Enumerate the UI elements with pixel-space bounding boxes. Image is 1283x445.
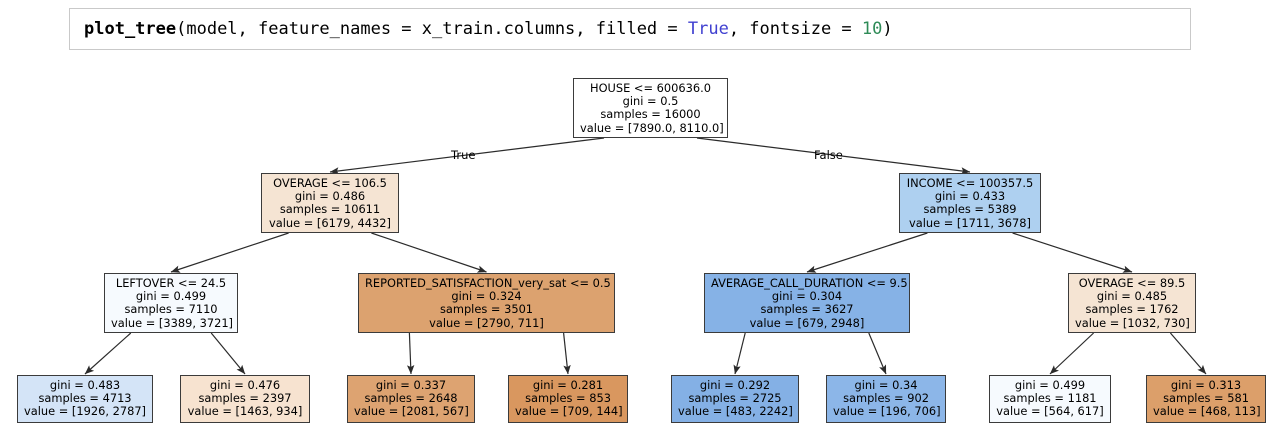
code-token-num-4: 10 (861, 19, 883, 39)
code-cell[interactable]: plot_tree(model, feature_names = x_train… (69, 8, 1191, 50)
tree-edge-n3-to-n8 (210, 332, 246, 375)
tree-edge-n2-to-n5 (806, 232, 928, 273)
node-line-3: value = [2790, 711] (429, 315, 544, 330)
code-token-plain-3: , fontsize = (728, 19, 862, 39)
node-line-2: samples = 16000 (600, 107, 701, 122)
code-token-bool-2: True (687, 19, 729, 39)
tree-edge-n2-to-n6 (1012, 232, 1133, 273)
tree-edge-n6-to-n14 (1169, 332, 1207, 375)
node-line-0: HOUSE <= 600636.0 (590, 81, 711, 95)
node-line-1: samples = 2648 (364, 391, 458, 406)
tree-edge-n6-to-n13 (1049, 332, 1095, 375)
node-line-0: gini = 0.483 (49, 378, 121, 392)
node-line-2: value = [2081, 567] (354, 404, 469, 419)
node-line-2: samples = 3627 (760, 302, 854, 317)
node-line-1: samples = 853 (525, 391, 611, 406)
node-line-0: OVERAGE <= 89.5 (1078, 276, 1186, 290)
node-line-1: gini = 0.485 (1096, 289, 1168, 304)
node-line-2: samples = 5389 (923, 202, 1017, 217)
node-line-3: value = [6179, 4432] (268, 215, 391, 230)
node-line-3: value = [7890.0, 8110.0] (580, 120, 724, 135)
node-line-2: samples = 7110 (124, 302, 218, 317)
node-line-2: value = [1463, 934] (187, 404, 303, 419)
tree-edge-n5-to-n12 (868, 332, 887, 375)
node-line-1: gini = 0.486 (294, 189, 366, 204)
node-line-2: value = [709, 144] (515, 404, 623, 419)
node-line-0: AVERAGE_CALL_DURATION <= 9.5 (711, 276, 908, 290)
node-line-1: gini = 0.5 (622, 94, 679, 109)
node-line-1: gini = 0.304 (771, 289, 843, 304)
edge-label-true: True (451, 148, 476, 162)
node-line-2: value = [483, 2242] (678, 404, 793, 419)
tree-edge-n3-to-n7 (84, 332, 132, 375)
node-line-0: gini = 0.281 (532, 378, 604, 392)
code-token-plain-1: (model, feature_names = x_train.columns,… (176, 19, 688, 39)
node-line-3: value = [1032, 730] (1075, 315, 1190, 330)
node-line-2: value = [564, 617] (996, 404, 1104, 419)
code-token-plain-5: ) (882, 19, 893, 39)
node-line-2: value = [1926, 2787] (24, 404, 147, 419)
node-line-2: samples = 3501 (439, 302, 534, 317)
node-line-0: OVERAGE <= 106.5 (273, 176, 387, 190)
node-line-0: gini = 0.337 (375, 378, 447, 392)
tree-edge-n1-to-n4 (371, 232, 487, 273)
node-line-2: samples = 1762 (1085, 302, 1179, 317)
node-line-1: gini = 0.324 (451, 289, 522, 304)
node-line-1: samples = 2725 (688, 391, 782, 406)
node-line-1: samples = 4713 (38, 391, 132, 406)
node-line-2: value = [468, 113] (1153, 404, 1261, 419)
node-line-0: gini = 0.292 (699, 378, 771, 392)
node-line-0: gini = 0.34 (854, 378, 918, 392)
node-line-0: INCOME <= 100357.5 (906, 176, 1034, 190)
node-line-1: gini = 0.499 (135, 289, 207, 304)
node-line-0: gini = 0.313 (1170, 378, 1242, 392)
node-line-3: value = [679, 2948] (749, 315, 865, 330)
node-line-0: gini = 0.499 (1014, 378, 1086, 392)
node-line-0: gini = 0.476 (209, 378, 281, 392)
tree-edge-n4-to-n10 (563, 332, 571, 375)
node-line-3: value = [3389, 3721] (111, 315, 234, 330)
code-token-fn-0: plot_tree (84, 19, 177, 39)
node-line-1: samples = 2397 (198, 391, 292, 406)
node-line-0: REPORTED_SATISFACTION_very_sat <= 0.5 (365, 276, 611, 290)
node-line-2: value = [196, 706] (833, 404, 941, 419)
node-line-1: gini = 0.433 (934, 189, 1006, 204)
tree-edge-n4-to-n9 (406, 332, 415, 375)
node-line-1: samples = 1181 (1003, 391, 1097, 406)
node-line-3: value = [1711, 3678] (908, 215, 1031, 230)
node-line-1: samples = 902 (843, 391, 929, 406)
tree-edge-n1-to-n3 (170, 232, 289, 273)
node-line-2: samples = 10611 (279, 202, 381, 217)
edge-label-false: False (814, 148, 843, 162)
tree-edge-n5-to-n11 (733, 332, 746, 375)
code-line: plot_tree(model, feature_names = x_train… (84, 19, 893, 39)
node-line-0: LEFTOVER <= 24.5 (115, 276, 227, 290)
node-line-1: samples = 581 (1163, 391, 1249, 406)
